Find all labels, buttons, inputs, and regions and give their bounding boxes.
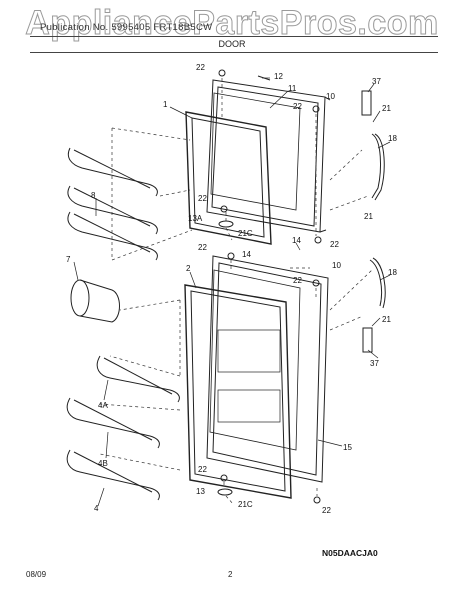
header-rule — [30, 36, 438, 37]
callout-21C: 21C — [238, 500, 253, 509]
freezer-shelf-bars — [67, 147, 158, 261]
callout-8: 8 — [91, 191, 96, 200]
footer-date: 08/09 — [26, 570, 47, 579]
fresh-food-door-gasket — [184, 284, 292, 499]
callout-14: 14 — [292, 236, 301, 245]
small-parts — [217, 69, 322, 504]
callout-10: 10 — [326, 92, 335, 101]
callout-13: 13 — [196, 487, 205, 496]
callout-22: 22 — [198, 465, 207, 474]
callout-37: 37 — [372, 77, 381, 86]
callout-10: 10 — [332, 261, 341, 270]
butter-compartment — [70, 279, 120, 323]
part-callouts: 22 12 11 1 10 22 37 21 18 8 22 22 21 13A… — [66, 63, 397, 515]
publication-header: Publication No. 5995405 FRT18B5CW — [40, 22, 213, 33]
callout-14: 14 — [242, 250, 251, 259]
leader-lines — [73, 77, 391, 507]
callout-1: 1 — [163, 100, 168, 109]
callout-18: 18 — [388, 268, 397, 277]
guide-lines — [99, 78, 373, 506]
callout-22: 22 — [293, 276, 302, 285]
callout-11: 11 — [288, 84, 297, 93]
diagram-code: N05DAACJA0 — [322, 548, 378, 558]
freezer-door-gasket — [185, 111, 272, 245]
callout-12: 12 — [274, 72, 283, 81]
callout-21: 21 — [382, 104, 391, 113]
callout-37: 37 — [370, 359, 379, 368]
callout-22: 22 — [322, 506, 331, 515]
footer-page-number: 2 — [228, 570, 233, 579]
callout-21C: 21C — [238, 229, 253, 238]
callout-4: 4 — [94, 504, 99, 513]
callout-22: 22 — [196, 63, 205, 72]
callout-22: 22 — [330, 240, 339, 249]
fresh-food-door — [206, 255, 329, 483]
callout-4A: 4A — [98, 401, 108, 410]
callout-13A: 13A — [188, 214, 203, 223]
callout-22: 22 — [293, 102, 302, 111]
callout-21: 21 — [382, 315, 391, 324]
upper-hinge — [361, 90, 385, 201]
callout-2: 2 — [186, 264, 191, 273]
callout-21: 21 — [364, 212, 373, 221]
callout-22: 22 — [198, 243, 207, 252]
callout-4B: 4B — [98, 459, 108, 468]
callout-7: 7 — [66, 255, 71, 264]
section-title: DOOR — [218, 39, 246, 49]
callout-15: 15 — [343, 443, 352, 452]
callout-18: 18 — [388, 134, 397, 143]
section-rule — [30, 52, 438, 53]
freezer-door — [206, 79, 331, 233]
callout-22: 22 — [198, 194, 207, 203]
fresh-food-shelf-bars — [66, 355, 180, 501]
lower-hinge — [362, 257, 386, 353]
